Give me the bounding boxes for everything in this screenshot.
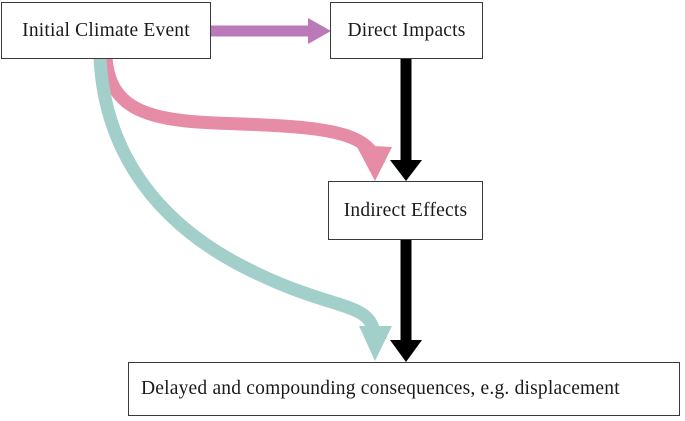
node-indirect-effects[interactable]: Indirect Effects bbox=[328, 181, 483, 240]
edge-initial-to-indirect-arrowhead bbox=[356, 145, 392, 181]
node-direct-impacts-label: Direct Impacts bbox=[347, 19, 466, 41]
node-direct-impacts[interactable]: Direct Impacts bbox=[330, 2, 483, 59]
edge-initial-to-direct-arrowhead bbox=[308, 18, 331, 44]
node-delayed-consequences[interactable]: Delayed and compounding consequences, e.… bbox=[128, 362, 680, 416]
node-delayed-consequences-label: Delayed and compounding consequences, e.… bbox=[141, 378, 620, 399]
edge-initial-to-delayed-arrowhead bbox=[359, 326, 392, 361]
edge-initial-to-indirect bbox=[99, 51, 392, 181]
edge-initial-to-delayed bbox=[93, 51, 392, 361]
edge-indirect-to-delayed-arrowhead bbox=[390, 340, 422, 362]
edge-initial-to-direct bbox=[211, 18, 331, 44]
edge-direct-to-indirect bbox=[390, 59, 422, 181]
edge-indirect-to-delayed bbox=[390, 240, 422, 362]
node-indirect-effects-label: Indirect Effects bbox=[343, 199, 468, 221]
node-initial-climate-event-label: Initial Climate Event bbox=[22, 19, 190, 41]
node-initial-climate-event[interactable]: Initial Climate Event bbox=[1, 2, 211, 59]
edge-initial-to-delayed-shaft bbox=[93, 51, 381, 339]
edge-direct-to-indirect-arrowhead bbox=[390, 160, 422, 181]
edge-initial-to-indirect-shaft bbox=[99, 51, 377, 157]
